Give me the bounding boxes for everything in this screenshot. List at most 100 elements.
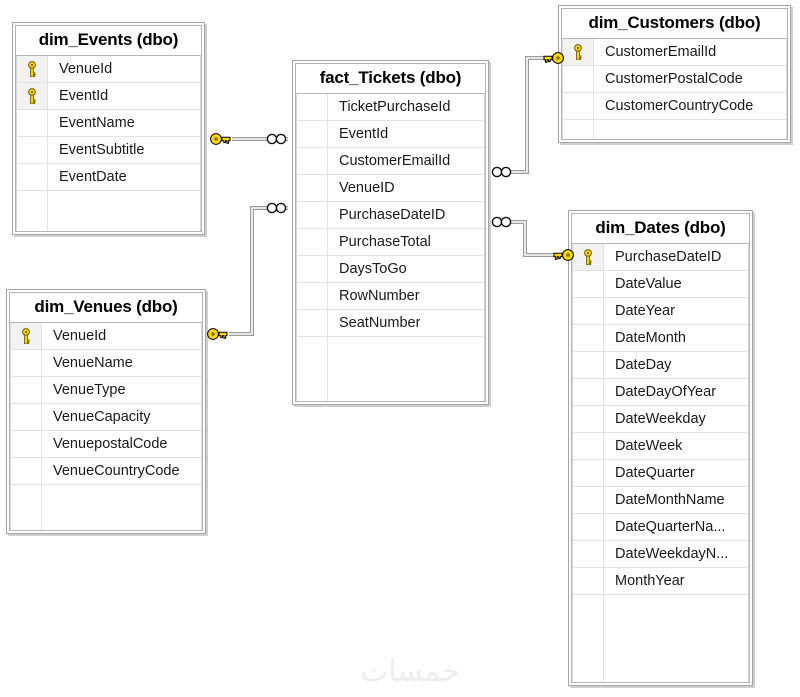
table-row[interactable]: VenueCapacity: [11, 404, 201, 431]
relationship-many-side-infinity-icon[interactable]: [490, 216, 514, 228]
watermark: خمسات: [359, 654, 461, 689]
column-name: MonthYear: [615, 573, 685, 589]
table-empty-row[interactable]: [563, 120, 786, 139]
table-row[interactable]: DateMonth: [573, 325, 748, 352]
table-row[interactable]: VenuepostalCode: [11, 431, 201, 458]
key-gutter-cell: [573, 352, 604, 378]
primary-key-icon: [563, 39, 594, 65]
table-row[interactable]: DateWeek: [573, 433, 748, 460]
column-name: EventSubtitle: [59, 142, 145, 158]
table-row[interactable]: PurchaseDateID: [573, 244, 748, 271]
table-row[interactable]: VenueType: [11, 377, 201, 404]
table-row[interactable]: MonthYear: [573, 568, 748, 595]
table-title: dim_Events (dbo): [16, 26, 201, 55]
column-name: DateYear: [615, 303, 675, 319]
column-name: VenueID: [339, 180, 395, 196]
table-row[interactable]: DateQuarterNa...: [573, 514, 748, 541]
key-gutter-cell: [573, 325, 604, 351]
key-gutter-cell: [563, 120, 594, 139]
table-row[interactable]: VenueName: [11, 350, 201, 377]
relationship-one-side-key-icon[interactable]: [206, 327, 228, 341]
table-empty-row[interactable]: [297, 337, 484, 401]
table-row[interactable]: TicketPurchaseId: [297, 94, 484, 121]
column-name: CustomerEmailId: [339, 153, 451, 169]
key-gutter-cell: [573, 298, 604, 324]
table-row[interactable]: DateMonthName: [573, 487, 748, 514]
key-gutter-cell: [17, 164, 48, 190]
key-gutter-cell: [573, 271, 604, 297]
table-row[interactable]: PurchaseDateID: [297, 202, 484, 229]
relationship-one-side-key-icon[interactable]: [543, 51, 565, 65]
column-name: VenuepostalCode: [53, 436, 168, 452]
table-row[interactable]: DateWeekdayN...: [573, 541, 748, 568]
table-row[interactable]: DateWeekday: [573, 406, 748, 433]
column-name: VenueCapacity: [53, 409, 151, 425]
table-empty-row[interactable]: [573, 595, 748, 682]
table-row[interactable]: PurchaseTotal: [297, 229, 484, 256]
key-gutter-cell: [297, 310, 328, 336]
table-row[interactable]: VenueCountryCode: [11, 458, 201, 485]
table-row[interactable]: CustomerEmailId: [297, 148, 484, 175]
table-row[interactable]: SeatNumber: [297, 310, 484, 337]
table-empty-row[interactable]: [11, 485, 201, 530]
column-name: TicketPurchaseId: [339, 99, 451, 115]
table-row[interactable]: DateDayOfYear: [573, 379, 748, 406]
relationship-many-side-infinity-icon[interactable]: [490, 166, 514, 178]
primary-key-icon: [11, 323, 42, 349]
table-row[interactable]: EventDate: [17, 164, 200, 191]
key-gutter-cell: [573, 460, 604, 486]
table-row[interactable]: DaysToGo: [297, 256, 484, 283]
table-title: fact_Tickets (dbo): [296, 64, 485, 93]
key-gutter-cell: [297, 256, 328, 282]
column-name: VenueType: [53, 382, 126, 398]
table-row[interactable]: EventId: [297, 121, 484, 148]
column-name: SeatNumber: [339, 315, 421, 331]
key-gutter-cell: [573, 433, 604, 459]
key-gutter-cell: [297, 121, 328, 147]
key-gutter-cell: [573, 595, 604, 682]
table-row[interactable]: DateYear: [573, 298, 748, 325]
table-row[interactable]: EventSubtitle: [17, 137, 200, 164]
table-row[interactable]: CustomerCountryCode: [563, 93, 786, 120]
relationship-many-side-infinity-icon[interactable]: [265, 202, 289, 214]
column-name: EventId: [339, 126, 389, 142]
primary-key-icon: [573, 244, 604, 270]
relationship-one-side-key-icon[interactable]: [553, 248, 575, 262]
table-row[interactable]: VenueID: [297, 175, 484, 202]
key-gutter-cell: [11, 458, 42, 484]
table-title: dim_Customers (dbo): [562, 9, 787, 38]
key-gutter-cell: [573, 487, 604, 513]
table-empty-row[interactable]: [17, 191, 200, 231]
column-name: EventName: [59, 115, 135, 131]
relationship-one-side-key-icon[interactable]: [209, 132, 231, 146]
table-row[interactable]: EventId: [17, 83, 200, 110]
column-name: DateWeekdayN...: [615, 546, 729, 562]
column-name: VenueId: [53, 328, 107, 344]
key-gutter-cell: [11, 485, 42, 530]
table-row[interactable]: RowNumber: [297, 283, 484, 310]
table-row[interactable]: CustomerPostalCode: [563, 66, 786, 93]
table-row[interactable]: VenueId: [17, 56, 200, 83]
column-name: EventId: [59, 88, 109, 104]
key-gutter-cell: [297, 202, 328, 228]
table-row[interactable]: DateQuarter: [573, 460, 748, 487]
table-row[interactable]: DateValue: [573, 271, 748, 298]
key-gutter-cell: [573, 514, 604, 540]
key-gutter-cell: [11, 404, 42, 430]
column-name: VenueCountryCode: [53, 463, 180, 479]
table-row[interactable]: DateDay: [573, 352, 748, 379]
relationship-many-side-infinity-icon[interactable]: [265, 133, 289, 145]
primary-key-icon: [17, 83, 48, 109]
table-row[interactable]: CustomerEmailId: [563, 39, 786, 66]
column-name: DateDayOfYear: [615, 384, 717, 400]
table-row[interactable]: VenueId: [11, 323, 201, 350]
table-row[interactable]: EventName: [17, 110, 200, 137]
